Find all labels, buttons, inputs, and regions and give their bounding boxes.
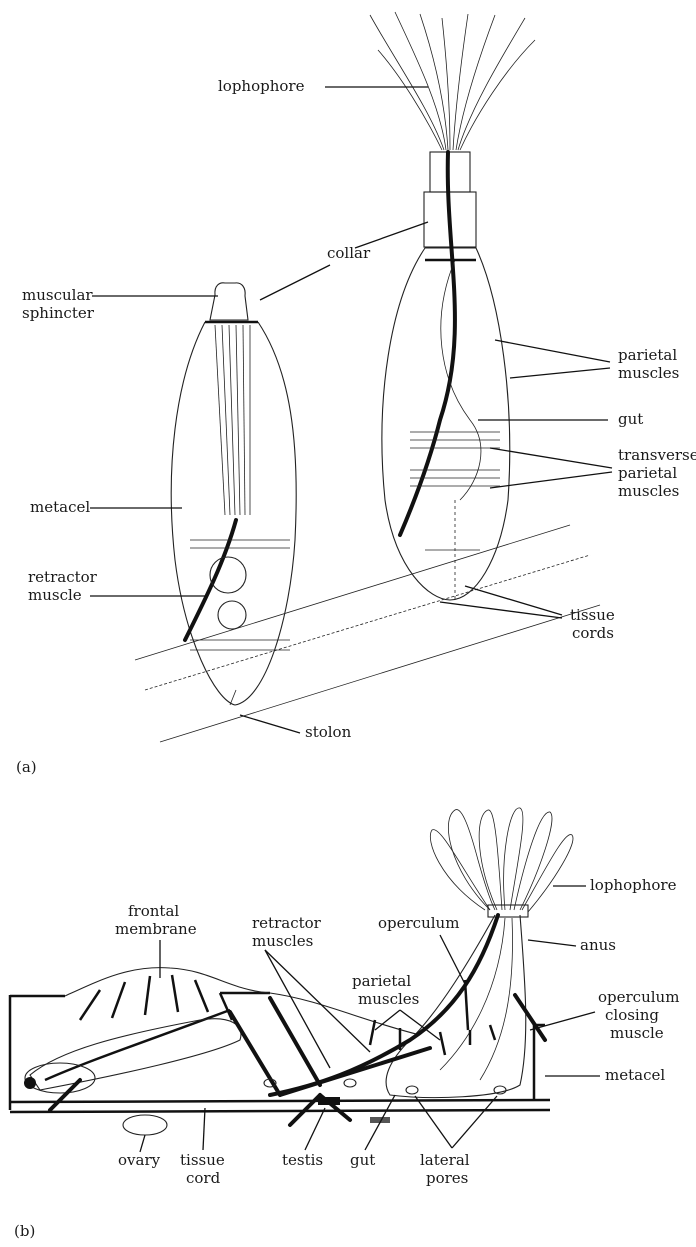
svg-text:lophophore: lophophore — [590, 876, 677, 894]
svg-text:transverse: transverse — [618, 446, 696, 464]
svg-text:sphincter: sphincter — [22, 304, 95, 322]
label-stolon-a: stolon — [240, 715, 352, 741]
panel-a-drawing — [135, 12, 600, 742]
label-lophophore-a: lophophore — [218, 77, 428, 95]
panel-a-tag: (a) — [16, 758, 37, 776]
svg-text:anus: anus — [580, 936, 616, 954]
panel-b-tag: (b) — [14, 1222, 35, 1240]
svg-text:retractor: retractor — [28, 568, 98, 586]
svg-text:muscles: muscles — [358, 990, 419, 1008]
left-zooid-a — [171, 283, 296, 705]
svg-text:muscle: muscle — [610, 1024, 664, 1042]
retractor-bundle-a — [215, 325, 250, 515]
label-tissue-cord-b: tissue cord — [180, 1108, 225, 1187]
label-testis-b: testis — [282, 1108, 325, 1169]
svg-text:ovary: ovary — [118, 1151, 161, 1169]
label-operculum-closing-muscle-b: operculum closing muscle — [530, 988, 679, 1042]
lophophore-tentacles-b — [430, 808, 573, 917]
svg-text:metacel: metacel — [30, 498, 90, 516]
label-metacel-b: metacel — [545, 1066, 665, 1084]
label-parietal-muscles-b: parietal muscles — [352, 972, 440, 1040]
svg-text:muscles: muscles — [618, 364, 679, 382]
svg-text:operculum: operculum — [378, 914, 459, 932]
label-ovary-b: ovary — [118, 1135, 161, 1169]
svg-text:membrane: membrane — [115, 920, 197, 938]
panel-b-drawing — [10, 808, 573, 1135]
svg-text:closing: closing — [605, 1006, 659, 1024]
label-transverse-parietal-muscles-a: transverse parietal muscles — [490, 446, 696, 500]
svg-text:parietal: parietal — [618, 464, 677, 482]
label-frontal-membrane-b: frontal membrane — [115, 902, 197, 978]
label-anus-b: anus — [528, 936, 616, 954]
svg-text:parietal: parietal — [618, 346, 677, 364]
pores-b — [123, 1079, 506, 1135]
stolon-drawing — [135, 525, 600, 742]
label-muscular-sphincter-a: muscular sphincter — [22, 286, 218, 322]
svg-text:muscular: muscular — [22, 286, 93, 304]
svg-text:metacel: metacel — [605, 1066, 665, 1084]
lophophore-tentacles-a — [370, 12, 535, 150]
right-zooid-a — [382, 152, 510, 600]
svg-text:muscle: muscle — [28, 586, 82, 604]
label-gut-b: gut — [350, 1095, 395, 1169]
svg-text:operculum: operculum — [598, 988, 679, 1006]
svg-text:collar: collar — [327, 244, 371, 262]
svg-text:muscles: muscles — [252, 932, 313, 950]
label-collar-a: collar — [260, 222, 428, 300]
svg-text:testis: testis — [282, 1151, 323, 1169]
svg-text:tissue: tissue — [180, 1151, 225, 1169]
svg-text:parietal: parietal — [352, 972, 411, 990]
label-gut-a: gut — [478, 410, 643, 428]
svg-text:retractor: retractor — [252, 914, 322, 932]
svg-text:muscles: muscles — [618, 482, 679, 500]
svg-text:gut: gut — [350, 1151, 375, 1169]
svg-text:lateral: lateral — [420, 1151, 470, 1169]
frontal-membrane-rays-b — [80, 975, 232, 1020]
svg-text:stolon: stolon — [305, 723, 352, 741]
label-parietal-muscles-a: parietal muscles — [495, 340, 679, 382]
svg-text:frontal: frontal — [128, 902, 179, 920]
svg-text:gut: gut — [618, 410, 643, 428]
svg-text:pores: pores — [426, 1169, 468, 1187]
label-metacel-a: metacel — [30, 498, 182, 516]
svg-text:tissue: tissue — [570, 606, 615, 624]
svg-text:cords: cords — [572, 624, 614, 642]
label-retractor-muscles-b: retractor muscles — [252, 914, 370, 1068]
svg-text:cord: cord — [186, 1169, 221, 1187]
svg-text:lophophore: lophophore — [218, 77, 305, 95]
label-lophophore-b: lophophore — [553, 876, 677, 894]
